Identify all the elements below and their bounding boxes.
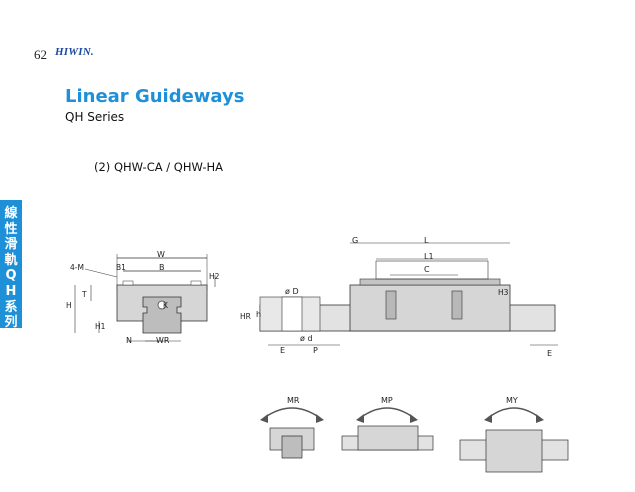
dim-B: B [159,263,165,272]
dim-h: h [256,310,262,319]
dim-HR: HR [240,312,251,321]
dim-K: K [163,301,168,310]
page-number: 62 [34,47,47,62]
dim-W: W [157,250,165,259]
moment-my-diagram [459,407,569,473]
side-view-drawing [259,242,558,346]
dim-4M: 4-M [70,263,84,272]
dim-phiD: ø D [285,287,299,296]
dim-H: H [66,301,72,310]
dim-phid: ø d [300,334,313,343]
label-MP: MP [381,396,393,405]
page-title: Linear Guideways [65,86,245,107]
dim-B1: B1 [116,263,126,272]
label-MR: MR [287,396,300,405]
dim-E-left: E [280,346,286,355]
section-heading: (2) QHW-CA / QHW-HA [94,160,224,174]
dim-H2: H2 [209,272,220,281]
side-tab-label: 線性滑軌QH系列 [4,206,18,331]
dim-L: L [424,236,429,245]
dim-P: P [313,346,318,355]
dim-L1: L1 [424,252,434,261]
dim-T: T [82,290,87,299]
dim-C: C [424,265,430,274]
front-view-drawing [74,254,216,342]
side-tab[interactable]: 線性滑軌QH系列 [0,200,22,331]
dim-WR: WR [156,336,170,345]
moment-mp-diagram [341,407,434,451]
dim-H3: H3 [498,288,509,297]
dim-H1: H1 [95,322,106,331]
dim-E-right: E [547,349,553,358]
brand-logo: HIWIN. [55,46,94,58]
series-subtitle: QH Series [65,110,125,124]
dim-G: G [352,236,359,245]
moment-mr-diagram [260,407,324,459]
dim-N: N [126,336,132,345]
label-MY: MY [506,396,518,405]
